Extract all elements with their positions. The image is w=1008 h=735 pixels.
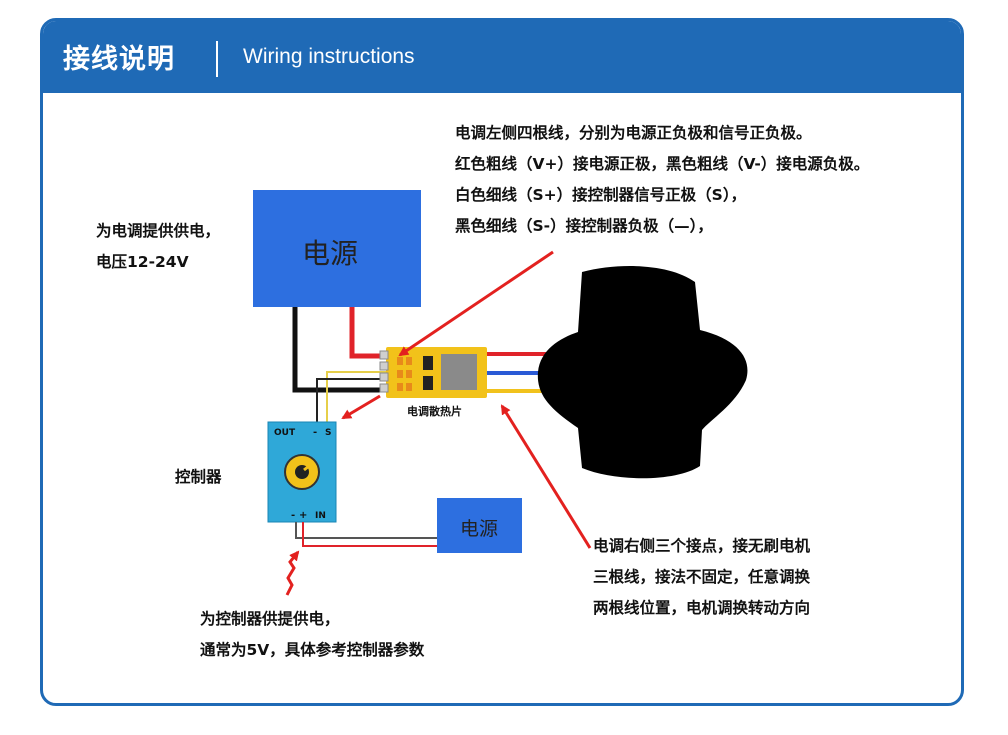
controller-label: 控制器 — [175, 468, 222, 486]
pin-s-label: S — [325, 428, 331, 438]
wire-black-thin — [316, 378, 390, 425]
note-line: 白色细线（S+）接控制器信号正极（S）， — [455, 186, 747, 204]
note-line: 电压12-24V — [96, 253, 189, 271]
small-power-label: 电源 — [460, 518, 499, 540]
esc-left-pins — [379, 350, 389, 393]
note-line: 两根线位置，电机调换转动方向 — [593, 599, 811, 617]
arrow-to-controller-signal — [341, 394, 381, 420]
esc-label: 电调散热片 — [407, 404, 462, 418]
esc-right-note: 电调右侧三个接点，接无刷电机 三根线，接法不固定，任意调换 两根线位置，电机调换… — [593, 531, 810, 624]
wire-black-thick — [292, 307, 390, 393]
power-supply-label: 电源 — [302, 237, 359, 270]
wiring-card: 接线说明 Wiring instructions — [40, 18, 964, 706]
arrow-to-esc-right — [500, 404, 592, 549]
title-english: Wiring instructions — [243, 45, 415, 68]
arrow-to-controller-power — [285, 550, 300, 596]
brushless-motor — [537, 266, 748, 479]
header-bar: 接线说明 Wiring instructions — [43, 21, 961, 93]
wire-red-thick — [349, 307, 390, 359]
esc-chip-dark-2 — [423, 376, 433, 390]
wire-controller-power-red — [302, 522, 437, 547]
esc-chip-dark-1 — [423, 356, 433, 370]
wire-controller-power-black — [295, 522, 437, 539]
controller-knob-mark — [303, 460, 315, 472]
controller-power-note: 为控制器供提供电， 通常为5V，具体参考控制器参数 — [200, 604, 424, 666]
wire-white-thin — [326, 371, 390, 425]
title-chinese: 接线说明 — [63, 44, 175, 75]
esc-chip — [441, 354, 477, 390]
note-line: 红色粗线（V+）接电源正极，黑色粗线（V-）接电源负极。 — [455, 155, 870, 173]
note-line: 为电调提供供电， — [96, 222, 221, 240]
esc-pads — [397, 357, 412, 391]
note-line: 为控制器供提供电， — [200, 610, 340, 628]
note-line: 通常为5V，具体参考控制器参数 — [200, 641, 425, 659]
pin-bottom-minus-label: - — [291, 510, 295, 521]
pin-in-label: IN — [315, 511, 326, 521]
esc-left-wires-note: 电调左侧四根线，分别为电源正负极和信号正负极。 红色粗线（V+）接电源正极，黑色… — [455, 118, 869, 242]
pin-minus-label: - — [313, 427, 317, 438]
arrow-to-esc-left — [398, 250, 554, 357]
pin-out-label: OUT — [274, 428, 296, 438]
small-power-box — [437, 498, 522, 553]
power-supply-note: 为电调提供供电， 电压12-24V — [96, 216, 220, 278]
note-line: 电调左侧四根线，分别为电源正负极和信号正负极。 — [455, 124, 812, 142]
title-divider — [216, 41, 218, 77]
note-line: 黑色细线（S-）接控制器负极（—）， — [455, 217, 713, 235]
power-supply-box — [253, 190, 421, 307]
note-line: 三根线，接法不固定，任意调换 — [593, 568, 811, 586]
note-line: 电调右侧三个接点，接无刷电机 — [593, 537, 811, 555]
pin-bottom-plus-label: + — [299, 510, 307, 521]
